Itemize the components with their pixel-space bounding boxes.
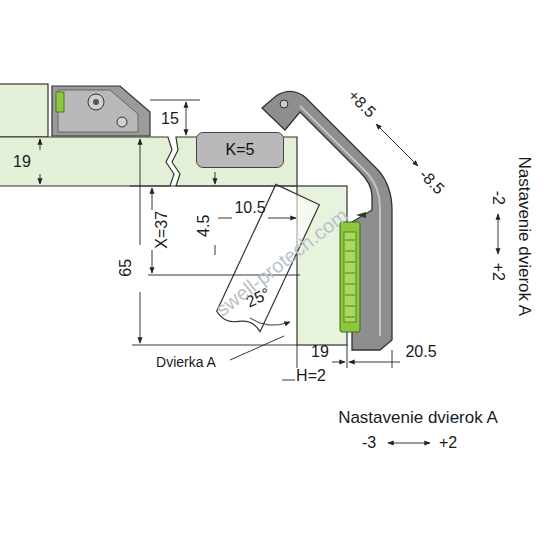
adjustment-value: +8.5 [343,85,381,123]
dimension: 19 [309,343,331,361]
dimension: 10.5 [232,199,267,217]
part-name: Dvierka A [154,355,218,370]
dimension: 19 [11,153,33,171]
dimension: 20.5 [403,343,438,361]
hinge-cup: K=5 [196,132,284,168]
adjustment-value: +2 [437,434,459,452]
mounting-plate [340,222,360,332]
dimension: X=37 [153,209,171,251]
dimension: 15 [159,110,181,128]
dimension: H=2 [294,367,328,385]
part-label: K=5 [226,141,255,159]
adjustment-value: -8.5 [415,165,450,200]
cabinet-panel [0,137,174,186]
adjustment-value: -2 [489,189,507,207]
dimension: 4.5 [195,213,213,239]
adjustment-title: Nastavenie dvierok A [515,154,534,318]
adjustment-value: -3 [360,434,378,452]
dimension-lines [40,100,498,443]
adjustment-value: +2 [489,261,507,283]
hinge-mechanism [52,86,150,136]
side-panel [0,84,48,137]
adjustment-title: Nastavenie dvierok A [336,409,500,428]
dimension: 65 [117,257,135,279]
